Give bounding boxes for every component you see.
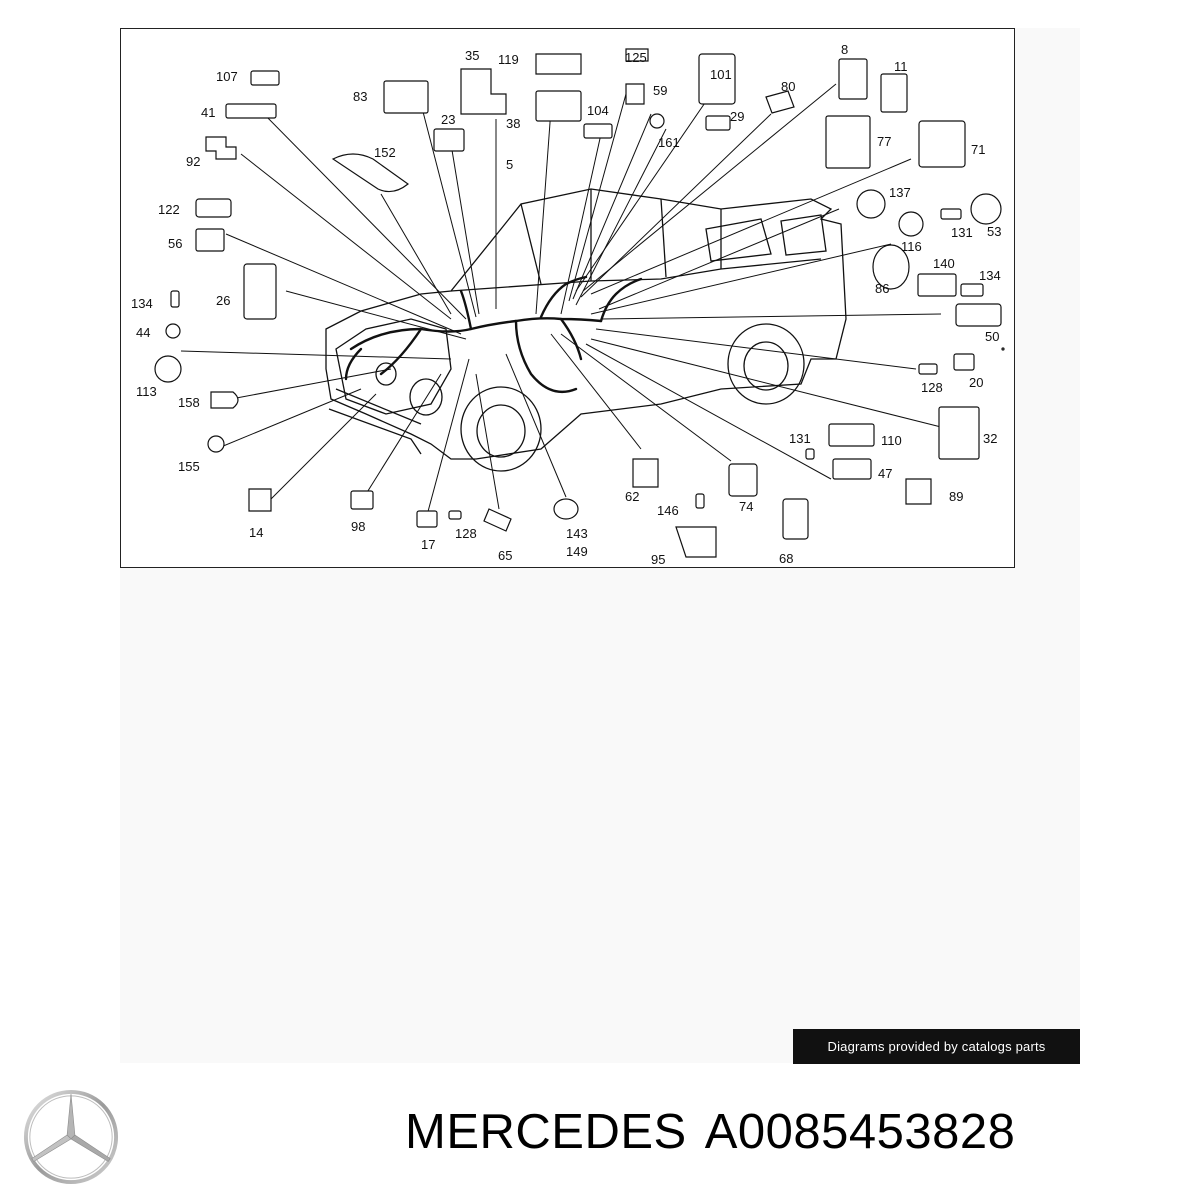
callout-107: 107	[216, 69, 238, 84]
wiring-diagram: 107 41 92 83 35 119 125 101 8 11 59 23 38 104 80 152 161…	[120, 28, 1015, 568]
vehicle-outline	[325, 188, 847, 472]
callout-53: 53	[987, 224, 1001, 239]
callout-101: 101	[710, 67, 732, 82]
callout-65: 65	[498, 548, 512, 563]
callout-128: 128	[455, 526, 477, 541]
mercedes-star-logo	[23, 1089, 119, 1185]
callout-98: 98	[351, 519, 365, 534]
callout-17: 17	[421, 537, 435, 552]
callout-26: 26	[216, 293, 230, 308]
callout-134: 134	[131, 296, 153, 311]
callout-131: 131	[789, 431, 811, 446]
callout-labels: 107 41 92 83 35 119 125 101 8 11 59 23 38 104 80 152 161…	[131, 42, 1001, 567]
callout-125: 125	[625, 50, 647, 65]
wiring-diagram-svg: 107 41 92 83 35 119 125 101 8 11 59 23 38 104 80 152 161…	[131, 42, 1005, 567]
callout-95: 95	[651, 552, 665, 567]
callout-77: 77	[877, 134, 891, 149]
callout-134: 134	[979, 268, 1001, 283]
callout-137: 137	[889, 185, 911, 200]
callout-23: 23	[441, 112, 455, 127]
callout-89: 89	[949, 489, 963, 504]
callout-74: 74	[739, 499, 753, 514]
callout-155: 155	[178, 459, 200, 474]
callout-131: 131	[951, 225, 973, 240]
callout-38: 38	[506, 116, 520, 131]
callout-41: 41	[201, 105, 215, 120]
callout-5: 5	[506, 157, 513, 172]
callout-8: 8	[841, 42, 848, 57]
callout-68: 68	[779, 551, 793, 566]
callout-119: 119	[498, 52, 519, 67]
part-title: MERCEDES A0085453828	[405, 1108, 1033, 1157]
callout-113: 113	[136, 384, 157, 399]
callout-104: 104	[587, 103, 609, 118]
callout-143: 143	[566, 526, 588, 541]
callout-92: 92	[186, 154, 200, 169]
callout-146: 146	[657, 503, 679, 518]
callout-140: 140	[933, 256, 955, 271]
callout-32: 32	[983, 431, 997, 446]
callout-116: 116	[901, 239, 922, 254]
callout-29: 29	[730, 109, 744, 124]
wiring-harness	[344, 275, 643, 394]
callout-59: 59	[653, 83, 667, 98]
diagram-credit-badge: Diagrams provided by catalogs parts	[793, 1029, 1080, 1064]
callout-35: 35	[465, 48, 479, 63]
callout-158: 158	[178, 395, 200, 410]
callout-71: 71	[971, 142, 985, 157]
callout-122: 122	[158, 202, 180, 217]
callout-44: 44	[136, 325, 150, 340]
component-sketches	[154, 48, 1005, 558]
part-number: A0085453828	[704, 1105, 1016, 1159]
leader-lines	[180, 83, 942, 520]
callout-62: 62	[625, 489, 639, 504]
callout-152: 152	[374, 145, 396, 160]
callout-14: 14	[249, 525, 263, 540]
callout-56: 56	[168, 236, 182, 251]
callout-149: 149	[566, 544, 588, 559]
callout-161: 161	[658, 135, 680, 150]
callout-47: 47	[878, 466, 892, 481]
callout-128: 128	[921, 380, 943, 395]
callout-50: 50	[985, 329, 999, 344]
brand-name: MERCEDES	[405, 1105, 687, 1159]
callout-86: 86	[875, 281, 889, 296]
callout-20: 20	[969, 375, 983, 390]
callout-83: 83	[353, 89, 367, 104]
callout-110: 110	[881, 433, 902, 448]
callout-80: 80	[781, 79, 795, 94]
callout-11: 11	[894, 59, 908, 74]
